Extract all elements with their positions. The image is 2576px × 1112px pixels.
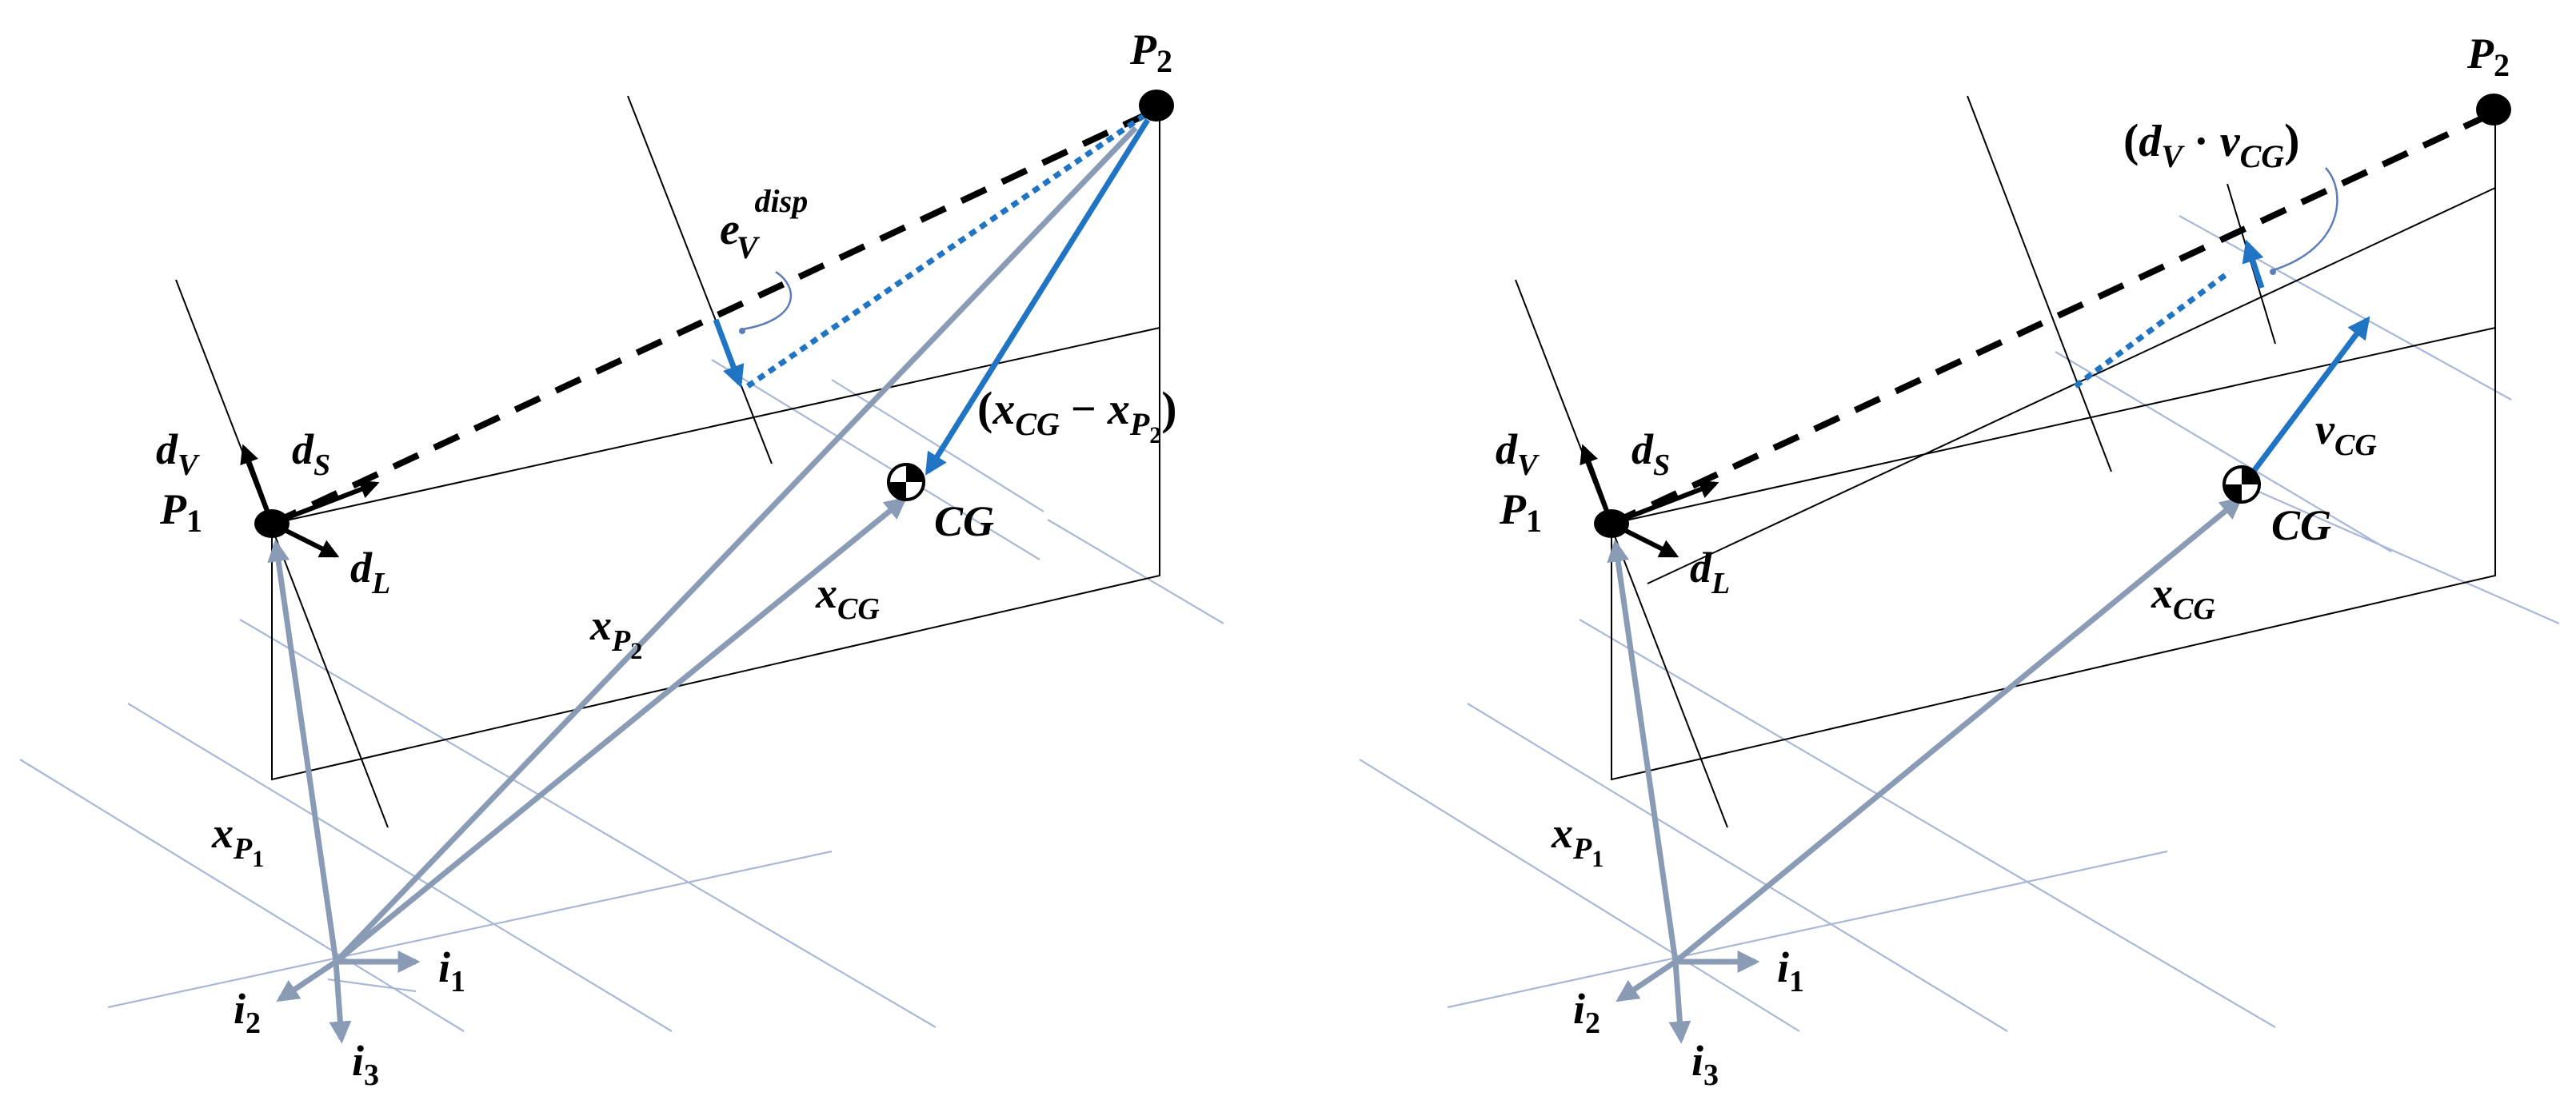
ds-axis (270, 480, 380, 526)
p1-point-right (1594, 509, 1629, 538)
p1-point (254, 509, 290, 538)
label-xp1: xP1 (211, 809, 264, 872)
label-xp2: xP2 (589, 601, 642, 664)
i3-axis (329, 961, 352, 1044)
label-dl: dL (350, 544, 390, 600)
label-dv-dot-vcg: (dV · vCG) (2123, 114, 2299, 174)
e-v-disp-vector (713, 318, 745, 389)
label-dl-right: dL (1690, 544, 1730, 600)
label-xcg: xCG (815, 569, 880, 626)
i3-axis-right (1668, 961, 1691, 1044)
label-p1-right: P1 (1499, 485, 1542, 539)
label-ds-right: dS (1631, 425, 1670, 482)
ds-axis-right (1610, 480, 1719, 526)
e-v-callout-dot (739, 328, 745, 334)
ground-grid (19, 359, 1224, 1032)
xp1-vector (267, 539, 339, 963)
p1-p2-dashed-line (270, 109, 1153, 527)
label-dv-right: dV (1496, 425, 1540, 482)
p2-point-right (2476, 94, 2511, 126)
label-xcg-minus-xp2: (xCG − xP2) (977, 382, 1177, 448)
xp1-vector-right (1607, 539, 1679, 963)
p1-p2-dashed-line-right (1610, 113, 2489, 527)
i2-axis-right (1615, 959, 1677, 1002)
xcg-vector-right (1673, 496, 2243, 964)
label-cg: CG (934, 497, 994, 545)
dv-dot-vcg-vector (2242, 239, 2265, 289)
dot-callout (2272, 167, 2338, 272)
dot-callout-dot (2270, 269, 2276, 275)
cg-symbol (887, 463, 925, 501)
xcg-minus-xp2-vector (925, 118, 1150, 476)
label-i2-right: i2 (1573, 985, 1600, 1040)
label-i3: i3 (352, 1037, 379, 1092)
label-p2: P2 (1129, 26, 1172, 79)
label-e-v-disp: eVdisp (720, 183, 808, 265)
xp2-vector (333, 126, 1138, 964)
label-i1-right: i1 (1777, 943, 1804, 998)
ground-grid-right (1359, 215, 2560, 1032)
e-v-callout (741, 270, 793, 331)
i2-axis (276, 959, 337, 1002)
right-panel: P2 P1 dV dS dL CG xCG xP1 vCG i1 i2 i3 (… (1359, 30, 2560, 1092)
label-i3-right: i3 (1691, 1037, 1719, 1092)
vcg-vector (2245, 316, 2370, 482)
p2-point (1139, 90, 1174, 122)
dotted-projection-line (746, 114, 1145, 389)
vehicle-frame (175, 95, 1160, 828)
label-p2-right: P2 (2466, 30, 2510, 83)
label-p1: P1 (159, 485, 202, 539)
label-xcg-right: xCG (2151, 569, 2215, 626)
cg-symbol-right (2223, 465, 2261, 504)
label-cg-right: CG (2271, 501, 2331, 549)
label-vcg: vCG (2315, 405, 2377, 462)
label-i1: i1 (438, 943, 465, 998)
vehicle-frame-right (1515, 95, 2496, 828)
label-i2: i2 (234, 985, 261, 1040)
xcg-vector (333, 496, 908, 964)
label-xp1-right: xP1 (1551, 809, 1604, 872)
left-panel: P2 P1 dV dS dL CG xCG xP2 xP1 i1 i2 i3 e… (19, 26, 1224, 1092)
label-ds: dS (292, 425, 330, 482)
dotted-projection-line-right (2073, 269, 2232, 389)
label-dv: dV (156, 425, 200, 482)
